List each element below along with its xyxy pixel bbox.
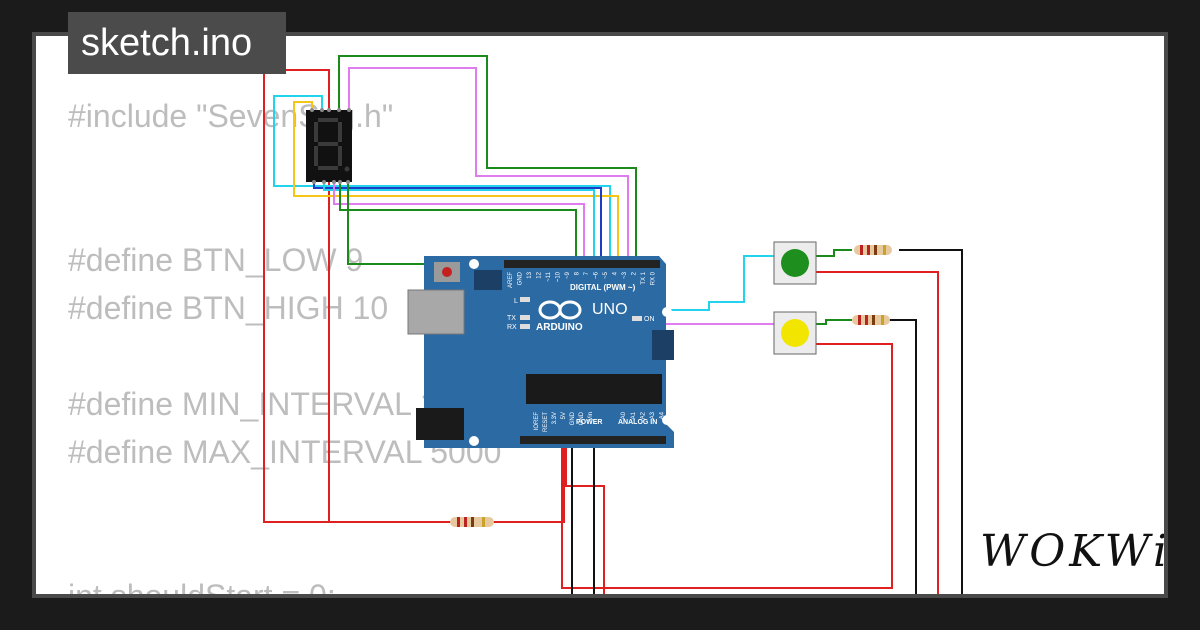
- digital-label: DIGITAL (PWM ~): [570, 283, 636, 292]
- analog-label: ANALOG IN: [618, 419, 657, 426]
- brand-label: ARDUINO: [536, 322, 583, 333]
- wire-violet-top: [348, 67, 629, 262]
- wire-green-res1: [816, 249, 852, 257]
- pin-label: ~9: [565, 271, 571, 279]
- resistor-2[interactable]: [852, 315, 890, 325]
- display-segments: [314, 118, 350, 172]
- pin-label: A3: [650, 411, 656, 419]
- wire-green-res2: [816, 319, 852, 325]
- code-line: #define BTN_LOW 9: [68, 242, 364, 278]
- wire-red-power: [565, 444, 605, 594]
- pin-label: A1: [631, 411, 637, 419]
- pin-label: 3.3V: [552, 412, 558, 424]
- pin-label: ~6: [594, 271, 600, 279]
- wire-red-button1: [816, 271, 939, 594]
- pin-label: RESET: [543, 412, 549, 432]
- pin-label: 12: [537, 271, 543, 278]
- seven-segment-display[interactable]: [306, 108, 352, 184]
- pin-label: 7: [584, 271, 590, 275]
- pin-label: A0: [621, 411, 627, 419]
- file-tab-sketch[interactable]: sketch.ino: [68, 12, 286, 74]
- wire-green-long: [347, 182, 576, 265]
- pin-label: ~5: [603, 271, 609, 279]
- wokwi-logo: WOKWi: [980, 526, 1168, 577]
- code-line: int shouldStart = 0;: [68, 578, 336, 598]
- power-label: POWER: [576, 419, 602, 426]
- pin-label: GND: [579, 411, 585, 425]
- icsp-header-2: [652, 330, 674, 360]
- push-button-green[interactable]: [773, 241, 817, 285]
- pin-label: TX 1: [641, 271, 647, 284]
- pin-label: 4: [613, 271, 619, 275]
- wire-black-res2: [889, 319, 917, 594]
- arduino-logo-icon: [538, 300, 582, 320]
- wire-red-button2: [561, 343, 893, 589]
- wire-cyan-bottom: [323, 182, 595, 262]
- reset-button[interactable]: [442, 267, 452, 277]
- display-pins: [310, 108, 351, 184]
- mount-hole: [662, 415, 672, 425]
- svg-text:RX: RX: [507, 324, 517, 331]
- wire-black-res1: [899, 249, 963, 594]
- pin-label: GND: [518, 271, 524, 285]
- pin-label: A2: [640, 411, 646, 419]
- mount-hole: [662, 307, 672, 317]
- pin-label: 2: [632, 271, 638, 275]
- pin-label: IOREF: [534, 412, 540, 431]
- simulation-canvas[interactable]: #include "SevenSeg.h"#define BTN_LOW 9#d…: [32, 32, 1168, 598]
- wire-green-bottom: [339, 182, 577, 262]
- mount-hole: [469, 436, 479, 446]
- mount-hole: [469, 259, 479, 269]
- wire-yellow-left: [293, 101, 619, 262]
- svg-text:TX: TX: [507, 315, 516, 322]
- wire-black-gnd2: [578, 437, 595, 594]
- model-label: UNO: [592, 301, 628, 318]
- on-label: ON: [644, 316, 655, 323]
- wire-blue-bottom: [313, 182, 602, 262]
- wire-red-to-5v: [328, 110, 565, 523]
- resistor-3[interactable]: [450, 517, 494, 527]
- pin-label: ~3: [622, 271, 628, 279]
- pin-label: ~10: [556, 271, 562, 282]
- power-jack: [416, 408, 464, 440]
- wire-cyan-left: [273, 95, 611, 262]
- pin-label: A4: [660, 411, 666, 419]
- push-button-yellow[interactable]: [773, 311, 817, 355]
- usb-port: [407, 289, 465, 335]
- pin-label: A5: [669, 411, 675, 419]
- atmega-chip: [526, 374, 662, 404]
- wire-violet-bottom: [333, 182, 585, 262]
- svg-text:L: L: [514, 298, 518, 305]
- button-cap-yellow[interactable]: [781, 319, 809, 347]
- pin-label: 5V: [561, 412, 567, 419]
- pin-label: 13: [527, 271, 533, 278]
- wire-green-top: [338, 55, 637, 262]
- pin-label: 8: [575, 271, 581, 275]
- wires: [263, 55, 963, 594]
- digital-header: [504, 260, 660, 268]
- icsp-header: [474, 270, 502, 290]
- resistor-1[interactable]: [854, 245, 892, 255]
- board-leds: L TX RX: [507, 297, 642, 331]
- code-line: #define BTN_HIGH 10: [68, 290, 389, 326]
- button-cap-green[interactable]: [781, 249, 809, 277]
- pin-label: ~11: [546, 271, 552, 281]
- pin-label: Vin: [588, 412, 594, 421]
- pin-label: GND: [570, 411, 576, 425]
- pin-label: RX 0: [651, 271, 657, 285]
- power-analog-header: [520, 436, 666, 444]
- pin-label: AREF: [508, 272, 514, 288]
